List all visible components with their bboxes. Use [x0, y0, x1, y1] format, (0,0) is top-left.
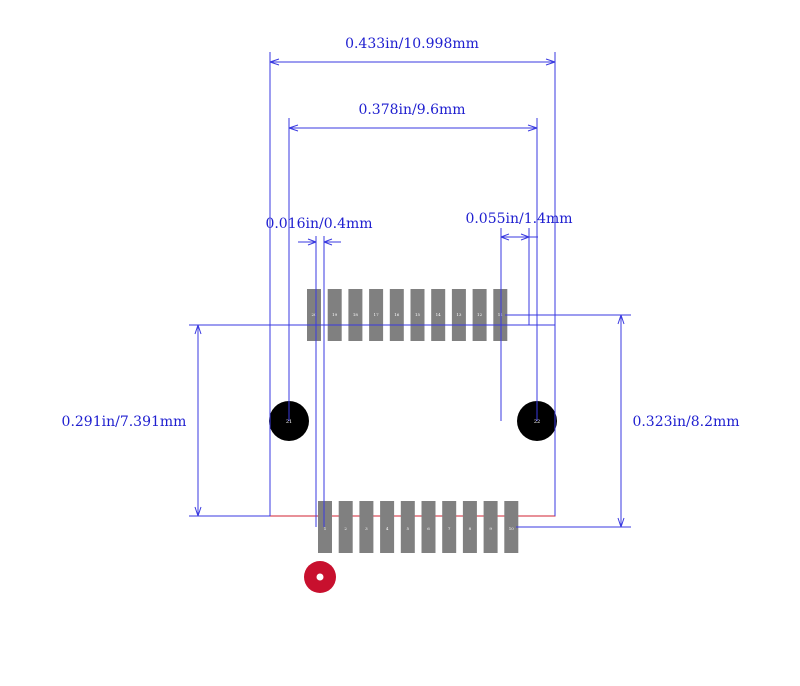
pad-15: 15 — [410, 289, 425, 341]
body-outline — [269, 324, 556, 517]
total-height-dimension: 0.323in/8.2mm — [505, 314, 740, 528]
pad-5: 5 — [400, 501, 415, 553]
mounting-hole-label: 22 — [534, 419, 540, 425]
bottom-pad-row: 1 2 3 4 5 6 7 8 9 10 — [318, 501, 519, 553]
pad-number-label: 19 — [332, 312, 338, 317]
pad-number-label: 8 — [469, 526, 472, 531]
pad-number-label: 17 — [374, 312, 380, 317]
pad-12: 12 — [472, 289, 487, 341]
pad-17: 17 — [369, 289, 384, 341]
pad-14: 14 — [431, 289, 446, 341]
pad-width-dimension: 0.016in/0.4mm — [265, 216, 373, 527]
pad-20: 20 — [307, 289, 321, 341]
pad-9: 9 — [483, 501, 498, 553]
pad-6: 6 — [421, 501, 436, 553]
pad-number-label: 4 — [386, 526, 389, 531]
pad-10: 10 — [504, 501, 519, 553]
pad-number-label: 7 — [448, 526, 451, 531]
pad-8: 8 — [462, 501, 477, 553]
hole-span-dimension: 0.378in/9.6mm — [288, 102, 538, 421]
top-pad-row: 20 19 18 17 16 15 14 13 12 11 — [307, 289, 508, 341]
mounting-hole-label: 21 — [286, 419, 292, 425]
pad-number-label: 15 — [415, 312, 421, 317]
pad-number-label: 18 — [353, 312, 359, 317]
pad-number-label: 3 — [365, 526, 368, 531]
pad-11: 11 — [493, 289, 508, 341]
pad-number-label: 13 — [456, 312, 462, 317]
pin1-marker — [304, 561, 336, 593]
pad-3: 3 — [359, 501, 374, 553]
pad-number-label: 11 — [498, 312, 503, 317]
hole-span-label: 0.378in/9.6mm — [358, 102, 465, 118]
pad-13: 13 — [451, 289, 466, 341]
pad-number-label: 20 — [311, 312, 317, 317]
pad-16: 16 — [389, 289, 404, 341]
pad-number-label: 12 — [477, 312, 483, 317]
pad-number-label: 5 — [407, 526, 410, 531]
pad-18: 18 — [348, 289, 363, 341]
pad-number-label: 9 — [489, 526, 492, 531]
pad-number-label: 16 — [394, 312, 400, 317]
pad-number-label: 14 — [436, 312, 442, 317]
total-height-label: 0.323in/8.2mm — [632, 414, 739, 430]
pad-width-label: 0.016in/0.4mm — [265, 216, 372, 232]
pad-number-label: 1 — [324, 526, 327, 531]
pad-pitch-label: 0.055in/1.4mm — [465, 211, 572, 227]
pad-2: 2 — [338, 501, 353, 553]
pad-number-label: 10 — [509, 526, 515, 531]
pad-4: 4 — [380, 501, 395, 553]
body-height-label: 0.291in/7.391mm — [62, 414, 187, 430]
pad-19: 19 — [327, 289, 342, 341]
pad-7: 7 — [442, 501, 457, 553]
pad-number-label: 6 — [427, 526, 430, 531]
pad-number-label: 2 — [344, 526, 347, 531]
overall-width-dimension: 0.433in/10.998mm — [269, 36, 556, 516]
pad-1: 1 — [318, 501, 332, 553]
overall-width-label: 0.433in/10.998mm — [345, 36, 479, 52]
body-height-dimension: 0.291in/7.391mm — [62, 324, 555, 517]
